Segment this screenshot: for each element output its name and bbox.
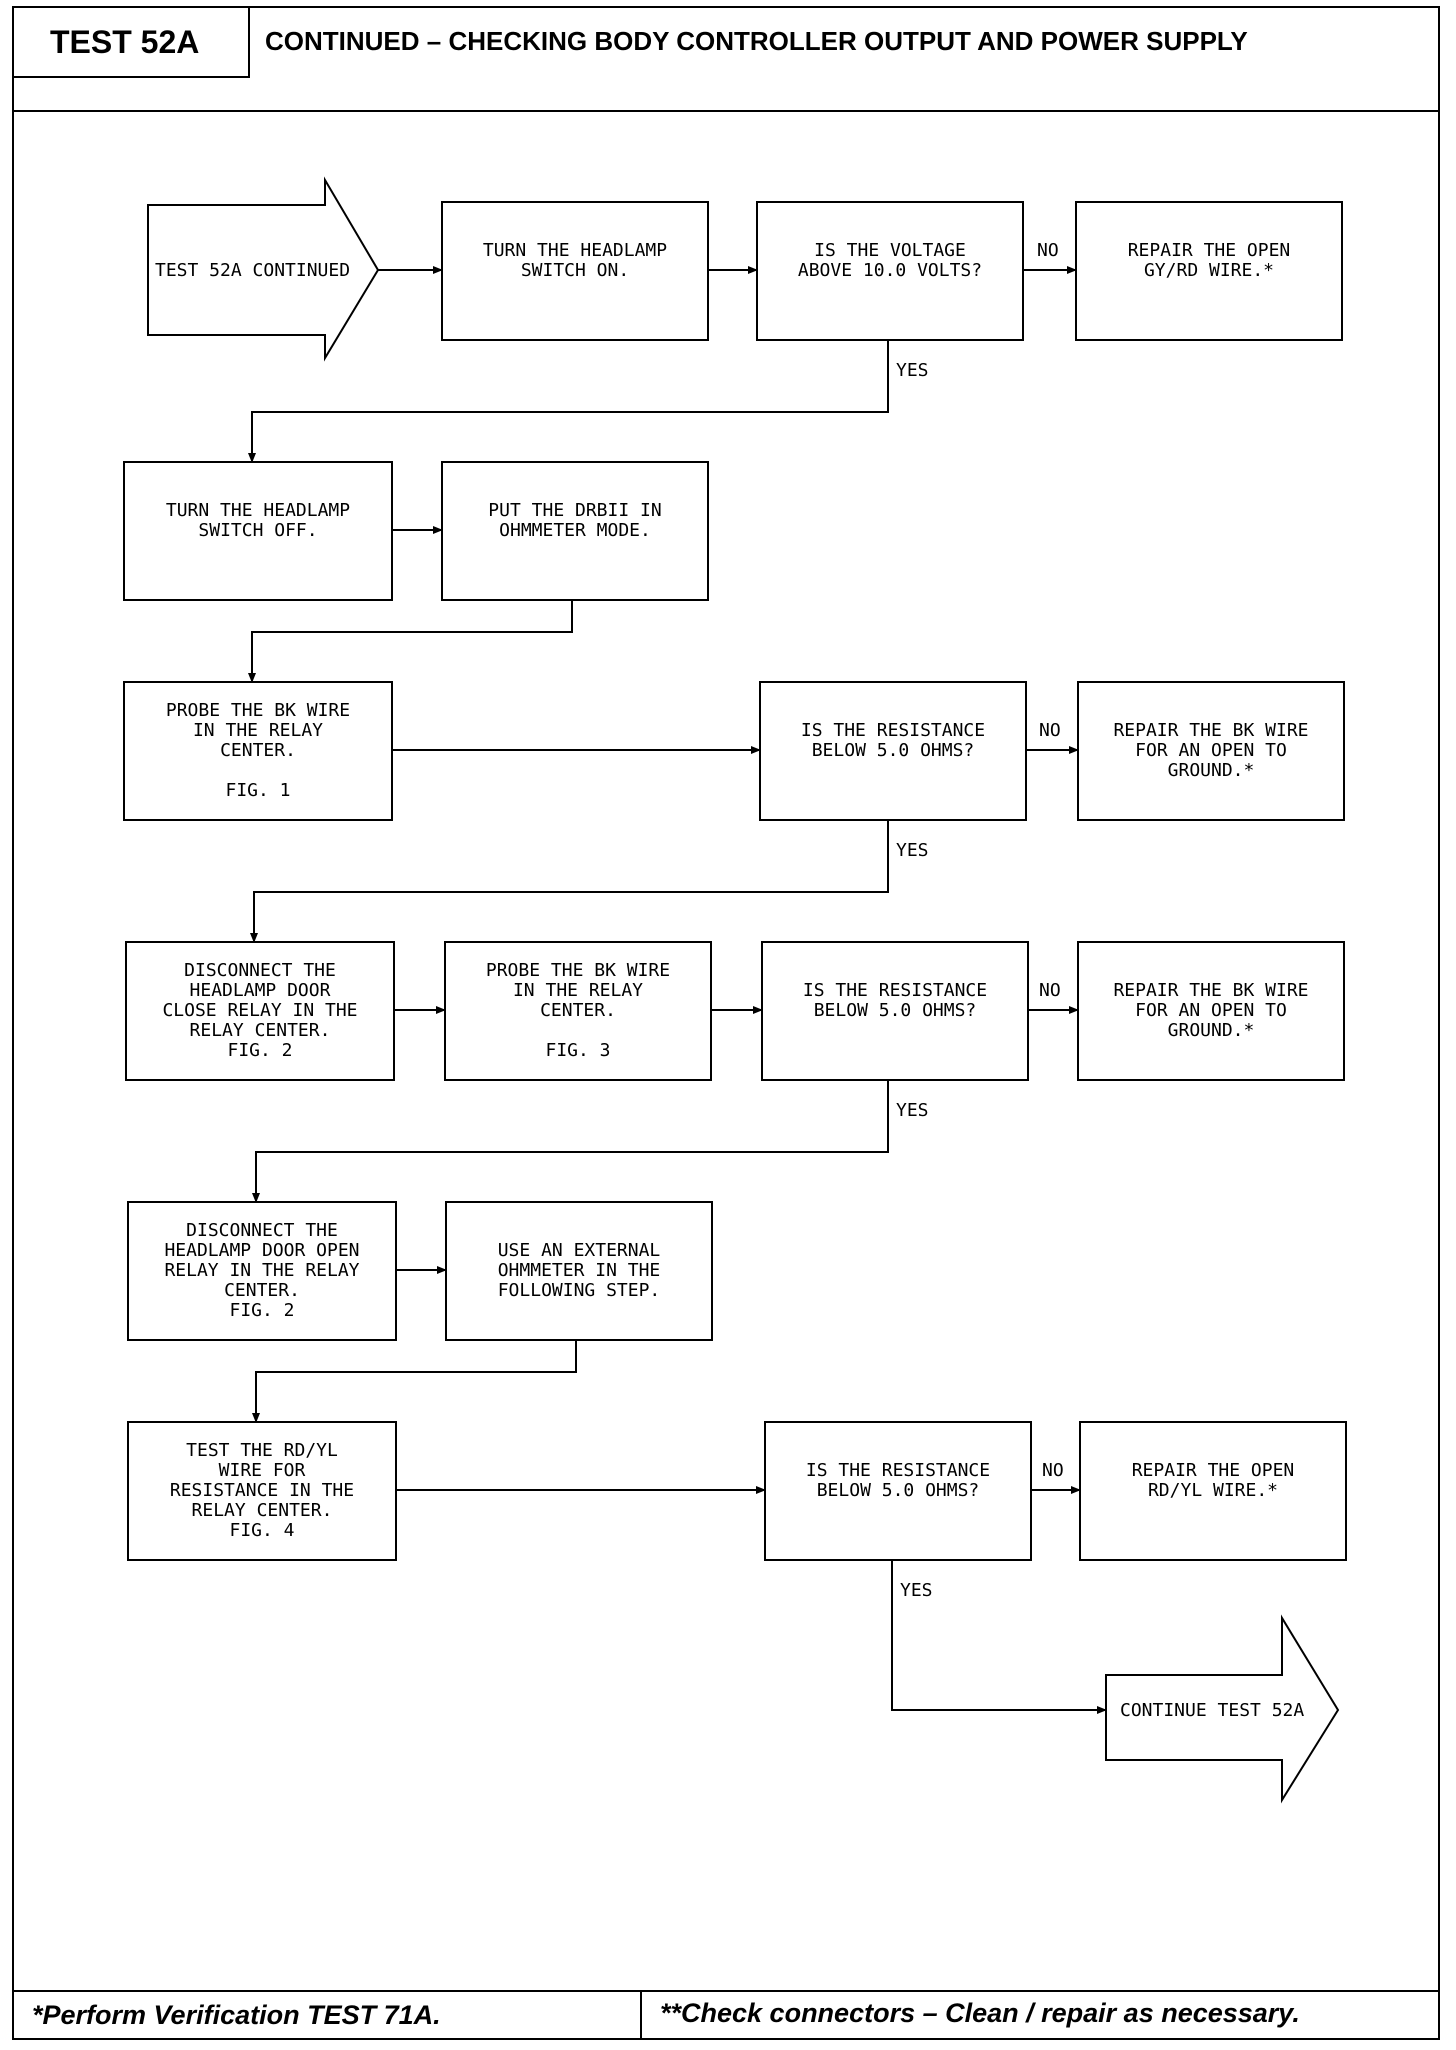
no-label-4: NO: [1042, 1460, 1064, 1481]
yes-label-4: YES: [900, 1580, 933, 1601]
flow-decision1-yes: [250, 820, 889, 943]
flow-voltage-yes: [248, 340, 889, 463]
no-label-2: NO: [1039, 720, 1061, 741]
yes-label-3: YES: [896, 1100, 929, 1121]
end-label: CONTINUE TEST 52A: [1120, 1700, 1304, 1721]
page-title: CONTINUED – CHECKING BODY CONTROLLER OUT…: [265, 26, 1248, 56]
flow-decision2-yes: [252, 1080, 889, 1203]
start-arrow-shape: [147, 176, 380, 362]
test-id-box: [12, 6, 250, 78]
test-id: TEST 52A: [50, 24, 200, 60]
flow-drbii-to-probe: [248, 600, 573, 683]
footer-bar: [12, 1990, 1440, 2040]
footer-note-left: *Perform Verification TEST 71A.: [32, 2000, 441, 2030]
yes-label-1: YES: [896, 360, 929, 381]
no-label-3: NO: [1039, 980, 1061, 1001]
yes-label-2: YES: [896, 840, 929, 861]
footer-note-right: **Check connectors – Clean / repair as n…: [660, 1998, 1300, 2028]
footer-divider: [640, 1990, 642, 2040]
end-arrow-shape: [1105, 1614, 1340, 1804]
flow-decision3-yes: [891, 1560, 1107, 1714]
no-label-1: NO: [1037, 240, 1059, 261]
flow-ohmmeter-to-test: [252, 1340, 577, 1423]
start-label: TEST 52A CONTINUED: [155, 260, 350, 281]
